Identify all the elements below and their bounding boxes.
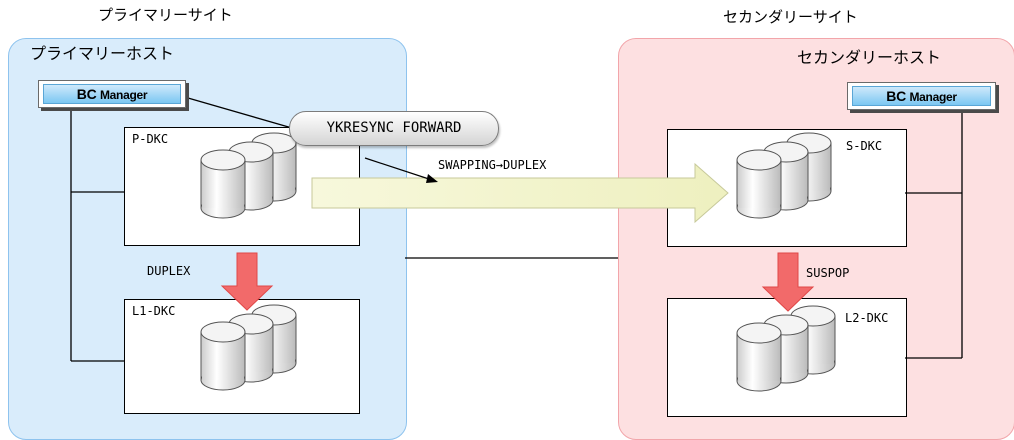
primary-host-connections xyxy=(70,104,124,362)
bc-manager-command-line xyxy=(187,97,293,129)
command-bubble: YKRESYNC FORWARD xyxy=(289,111,499,146)
s-dkc-label: S-DKC xyxy=(846,139,883,153)
remote-copy-arrow xyxy=(311,162,729,224)
l1-dkc-disks xyxy=(200,304,297,391)
s-to-l2-arrow xyxy=(761,252,815,312)
transition-pointer-head xyxy=(426,174,438,183)
secondary-host-connections xyxy=(905,110,963,359)
p-dkc-disks xyxy=(200,132,297,219)
primary-bc-manager: BC Manager xyxy=(38,80,186,108)
l2-dkc-disks xyxy=(736,305,836,392)
transition-label: SWAPPING→DUPLEX xyxy=(438,158,547,172)
l2-dkc-label: L2-DKC xyxy=(845,311,889,325)
l1-dkc-label: L1-DKC xyxy=(132,304,176,318)
secondary-site-title: セカンダリーサイト xyxy=(723,8,858,26)
secondary-host-title: セカンダリーホスト xyxy=(797,48,942,67)
primary-pair-status: DUPLEX xyxy=(147,264,191,278)
p-dkc-label: P-DKC xyxy=(132,132,169,146)
p-to-l1-arrow xyxy=(220,252,274,311)
secondary-pair-status: SUSPOP xyxy=(806,266,850,280)
primary-host-title: プライマリーホスト xyxy=(30,44,175,63)
s-dkc-disks xyxy=(736,132,832,219)
primary-site-title: プライマリーサイト xyxy=(98,6,233,24)
secondary-bc-manager: BC Manager xyxy=(847,82,996,110)
transition-pointer-line xyxy=(364,157,433,181)
